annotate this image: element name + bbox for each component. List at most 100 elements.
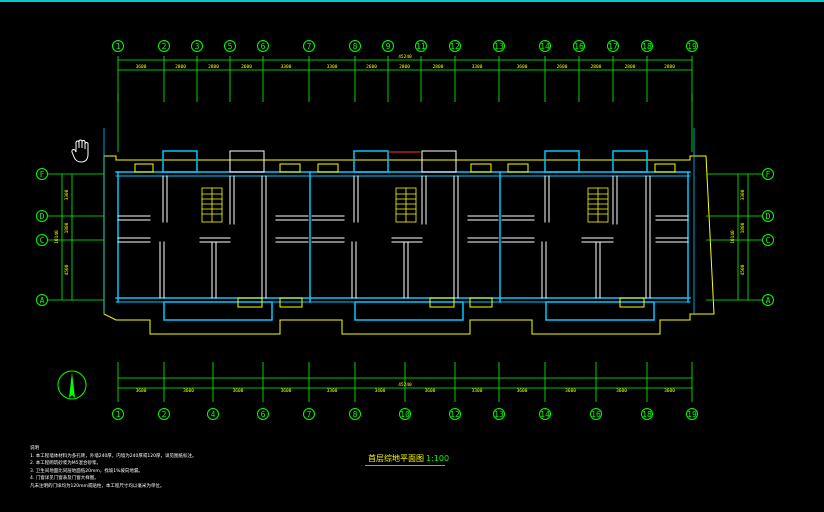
axis-label: 3 xyxy=(195,42,200,51)
axis-label: 18 xyxy=(642,42,652,51)
dimension-label: 3600 xyxy=(664,388,675,394)
axis-bubble xyxy=(762,234,774,246)
stair-2 xyxy=(395,187,417,223)
dimension-label: 3300 xyxy=(327,64,338,70)
axis-bubble xyxy=(36,294,48,306)
dimension-label: 3600 xyxy=(136,64,147,70)
axis-bubble xyxy=(493,40,505,52)
dimension-label: 2800 xyxy=(208,64,219,70)
side-total-dimension: 10140 xyxy=(54,230,60,244)
side-dimension-label: 4500 xyxy=(64,264,70,275)
axis-label: A xyxy=(40,296,45,305)
axis-bubble xyxy=(36,168,48,180)
dimension-label: 3600 xyxy=(425,388,436,394)
dimension-label: 2800 xyxy=(433,64,444,70)
axis-label: 12 xyxy=(450,410,460,419)
axis-bubble xyxy=(449,408,461,420)
top-total-dimension: 45240 xyxy=(398,54,412,60)
axis-label: 13 xyxy=(494,42,504,51)
stair-1 xyxy=(201,187,223,223)
axis-bubble xyxy=(590,408,602,420)
dimension-label: 2600 xyxy=(366,64,377,70)
axis-bubble xyxy=(382,40,394,52)
notes-block: 说明 1. 本工程墙体材料为多孔砖，外墙240厚，内墙为240厚或120厚，详见… xyxy=(30,445,330,490)
note-line: 2. 本工程砌筑砂浆为M5混合砂浆。 xyxy=(30,461,101,466)
dimension-label: 3300 xyxy=(281,64,292,70)
dimension-label: 3600 xyxy=(183,388,194,394)
side-dimension-label: 1800 xyxy=(64,222,70,233)
axis-bubble xyxy=(207,408,219,420)
axis-label: 2 xyxy=(162,42,167,51)
axis-label: 19 xyxy=(687,410,697,419)
axis-label: 13 xyxy=(494,410,504,419)
axis-label: 8 xyxy=(353,42,358,51)
axis-bubble xyxy=(539,408,551,420)
dimension-label: 3300 xyxy=(472,388,483,394)
note-line: 3. 卫生间地面比同层地面低20mm，找坡1%坡向地漏。 xyxy=(30,468,143,474)
axis-bubble xyxy=(686,40,698,52)
axis-bubble xyxy=(36,234,48,246)
bottom-total-dimension: 45240 xyxy=(398,382,412,388)
axis-bubble xyxy=(191,40,203,52)
axis-label: 7 xyxy=(307,410,312,419)
axis-bubble xyxy=(762,210,774,222)
title-underline xyxy=(365,465,445,466)
dimension-label: 3600 xyxy=(565,388,576,394)
axis-bubble xyxy=(112,40,124,52)
axis-label: 6 xyxy=(261,42,266,51)
axis-label: 9 xyxy=(386,42,391,51)
axis-label: 10 xyxy=(400,410,410,419)
axis-bubble xyxy=(36,210,48,222)
axis-bubble xyxy=(399,408,411,420)
dimension-label: 2800 xyxy=(175,64,186,70)
side-total-dimension: 10140 xyxy=(730,230,736,244)
dimension-label: 2800 xyxy=(399,64,410,70)
axis-label: 5 xyxy=(228,42,233,51)
dimension-label: 3600 xyxy=(136,388,147,394)
axis-bubble xyxy=(303,408,315,420)
axis-bubble xyxy=(762,168,774,180)
axis-label: C xyxy=(40,236,45,245)
drawing-scale: 1:100 xyxy=(426,454,450,463)
side-dimension-label: 4500 xyxy=(740,264,746,275)
axis-bubble xyxy=(573,40,585,52)
dimension-label: 3600 xyxy=(517,388,528,394)
axis-bubble xyxy=(686,408,698,420)
axis-label: A xyxy=(766,296,771,305)
axis-label: 8 xyxy=(353,410,358,419)
axis-bubble xyxy=(641,408,653,420)
dimension-label: 3600 xyxy=(517,64,528,70)
axis-bubble xyxy=(493,408,505,420)
dimension-lines xyxy=(61,59,749,389)
axis-bubble xyxy=(158,40,170,52)
dimension-label: 2600 xyxy=(241,64,252,70)
drawing-title-text: 首层综地平面图 xyxy=(368,454,424,463)
dimension-label: 3600 xyxy=(233,388,244,394)
axis-label: 18 xyxy=(642,410,652,419)
axis-label: 17 xyxy=(608,42,618,51)
dimension-label: 3600 xyxy=(281,388,292,394)
axis-bubble xyxy=(303,40,315,52)
axis-bubble xyxy=(257,408,269,420)
dimension-label: 3300 xyxy=(327,388,338,394)
note-line: 4. 门窗详见门窗表及门窗大样图。 xyxy=(30,476,99,481)
building-outline xyxy=(103,155,715,335)
axis-label: F xyxy=(40,170,45,179)
hand-icon[interactable] xyxy=(71,139,89,163)
axis-label: 7 xyxy=(307,42,312,51)
axis-bubble xyxy=(641,40,653,52)
side-dimension-label: 3300 xyxy=(740,189,746,200)
axis-label: 12 xyxy=(450,42,460,51)
dimension-label: 2800 xyxy=(664,64,675,70)
dimension-label: 2800 xyxy=(625,64,636,70)
dimension-label: 3400 xyxy=(375,388,386,394)
axis-label: 1 xyxy=(116,410,121,419)
axis-label: 14 xyxy=(540,42,550,51)
axis-bubble xyxy=(257,40,269,52)
